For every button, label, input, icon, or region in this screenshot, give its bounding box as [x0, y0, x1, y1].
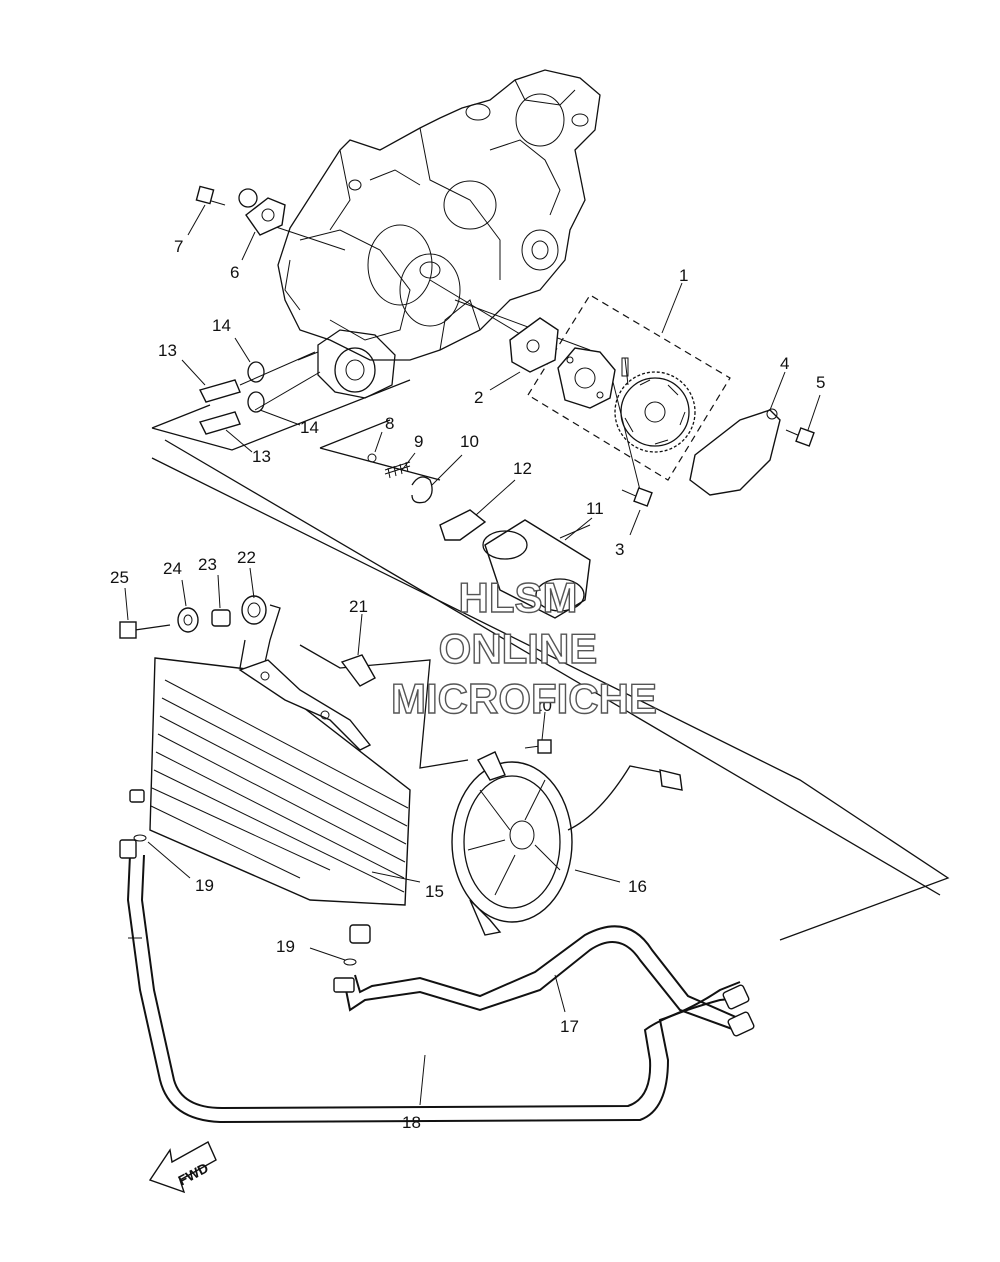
callout-4: 4 [780, 354, 789, 373]
callout-2: 2 [474, 388, 483, 407]
watermark: HLSM ONLINE MICROFICHE [390, 573, 657, 722]
oil-hoses-part [119, 834, 755, 1124]
callout-5: 5 [816, 373, 825, 392]
callout-20: 20 [533, 696, 552, 715]
callout-10: 10 [460, 432, 479, 451]
callout-18: 18 [402, 1113, 421, 1132]
pump-plate-part [509, 317, 559, 373]
fwd-arrow-icon: FWD [148, 1141, 217, 1194]
callout-labels: 1 2 3 4 5 6 7 8 9 10 11 12 13 13 14 14 1… [110, 237, 825, 1132]
relief-valve-parts [367, 453, 487, 541]
fittings-parts [198, 361, 265, 435]
callout-16: 16 [628, 877, 647, 896]
cooling-fan-part [451, 739, 683, 936]
callout-1: 1 [679, 266, 688, 285]
callout-19-left: 19 [195, 876, 214, 895]
callout-13-lower: 13 [252, 447, 271, 466]
callout-9: 9 [414, 432, 423, 451]
watermark-line-1: HLSM [459, 574, 578, 621]
bolt-part [195, 185, 286, 236]
callout-22: 22 [237, 548, 256, 567]
oil-filter-part [482, 519, 591, 619]
crankcase-drawing [277, 69, 601, 399]
leader-lines [151, 219, 950, 941]
callout-14-upper: 14 [212, 316, 231, 335]
callout-14-lower: 14 [300, 418, 319, 437]
oil-pump-assembly [527, 294, 731, 481]
bolt-part [785, 427, 815, 447]
callout-6: 6 [230, 263, 239, 282]
callout-8: 8 [385, 414, 394, 433]
callout-13-upper: 13 [158, 341, 177, 360]
callout-17: 17 [560, 1017, 579, 1036]
watermark-line-2: ONLINE [439, 625, 598, 672]
callout-21: 21 [349, 597, 368, 616]
mount-parts [119, 595, 267, 639]
pump-cover-part [689, 409, 781, 496]
callout-24: 24 [163, 559, 182, 578]
callout-19-right: 19 [276, 937, 295, 956]
callout-23: 23 [198, 555, 217, 574]
callout-15: 15 [425, 882, 444, 901]
callout-leaders [124, 204, 821, 1106]
bracket-clip-part [340, 654, 376, 687]
callout-7: 7 [174, 237, 183, 256]
callout-11: 11 [586, 499, 604, 518]
callout-12: 12 [513, 459, 532, 478]
callout-25: 25 [110, 568, 129, 587]
oil-cooler-part [129, 657, 411, 944]
bolt-part [621, 487, 653, 507]
callout-3: 3 [615, 540, 624, 559]
watermark-line-3: MICROFICHE [391, 675, 657, 722]
